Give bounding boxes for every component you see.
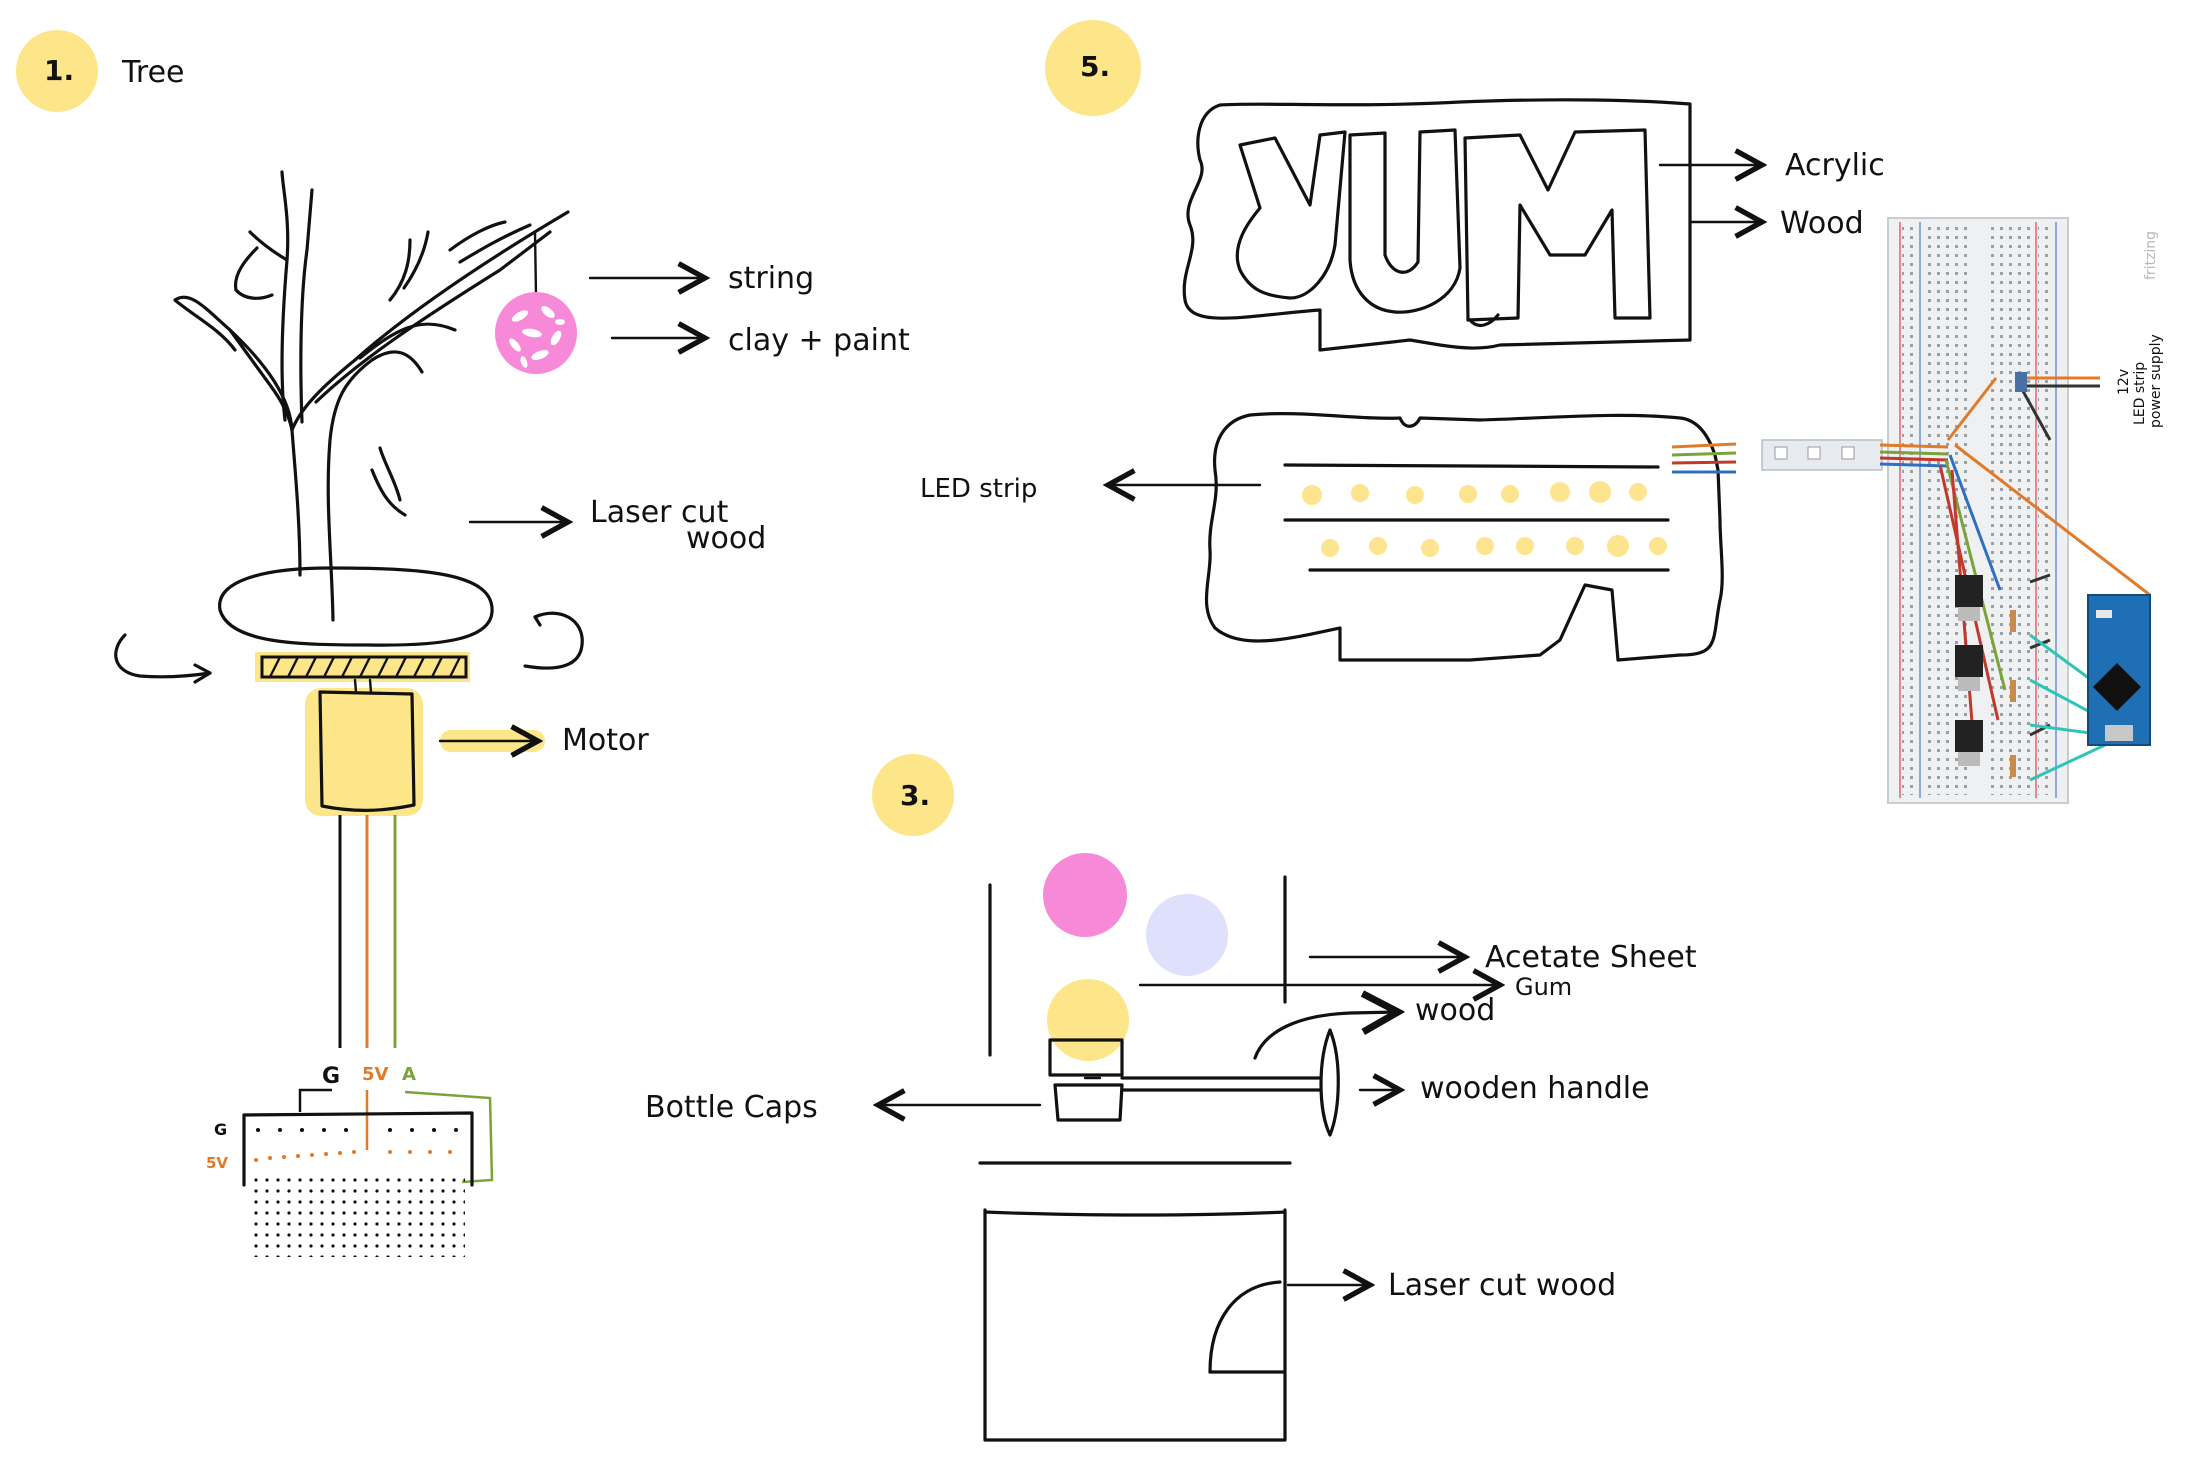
label-clay-paint: clay + paint: [728, 323, 910, 358]
power-label-supply: power supply: [2148, 334, 2164, 428]
section-tree: 1. Tree: [16, 30, 910, 1257]
section-number: 5.: [1080, 50, 1110, 83]
handle-knob: [1321, 1030, 1338, 1135]
ornament-string: [535, 232, 536, 295]
fritzing-brand: fritzing: [2143, 231, 2159, 280]
led-strip-line-1: [1285, 465, 1658, 467]
pin-label-g: G: [322, 1064, 340, 1089]
pin-label-a: A: [402, 1064, 416, 1085]
sketch-breadboard: G 5V: [206, 1090, 492, 1257]
section-gumball: 3. Acetate Sheet Gum wood wooden handle …: [645, 754, 1697, 1440]
label-acrylic: Acrylic: [1785, 148, 1885, 183]
mosfet-2: [1955, 645, 1983, 677]
section-sign: 5. YUM Acrylic Wood LED stri: [920, 20, 1885, 660]
tree-drawing: [175, 172, 568, 620]
power-label-voltage: 12v: [2116, 369, 2132, 395]
bottle-cap-bottom: [1055, 1085, 1122, 1120]
rotation-arrow-right: [525, 613, 582, 668]
sign-back-outline: [1206, 414, 1722, 660]
pin-label-5v: 5V: [362, 1064, 389, 1085]
label-led-strip: LED strip: [920, 474, 1037, 504]
label-laser-cut-wood: Laser cut wood: [1388, 1268, 1616, 1303]
letter-u: [1350, 130, 1460, 312]
label-wood: wood: [1415, 993, 1495, 1028]
sign-word: YUM: [1420, 267, 1422, 269]
tree-base: [220, 568, 492, 645]
label-acetate: Acetate Sheet: [1485, 940, 1697, 975]
section-number: 1.: [44, 54, 74, 87]
gum-lavender: [1146, 894, 1228, 976]
label-laser-cut-wood: wood: [686, 521, 766, 556]
fritzing-circuit: fritzing 12v LED strip power supply: [1762, 218, 2164, 803]
box-opening: [1210, 1282, 1280, 1372]
rail-label-g: G: [214, 1120, 227, 1139]
mosfet-1: [1955, 575, 1983, 607]
label-wooden-handle: wooden handle: [1420, 1071, 1650, 1106]
section-title: Tree: [121, 55, 185, 90]
mosfet-3: [1955, 720, 1983, 752]
label-gum: Gum: [1515, 973, 1572, 1001]
power-label-strip: LED strip: [2132, 362, 2148, 425]
label-wood: Wood: [1780, 206, 1864, 241]
clay-ornament: [495, 292, 577, 374]
gum-pink: [1043, 853, 1127, 937]
rotation-arrow-left: [116, 635, 210, 677]
gum-yellow: [1047, 979, 1129, 1061]
section-number: 3.: [900, 779, 930, 812]
breadboard-holes: [250, 1172, 465, 1257]
rail-label-5v: 5V: [206, 1154, 228, 1172]
letter-y: [1237, 132, 1345, 298]
letter-m: [1465, 130, 1650, 320]
label-motor: Motor: [562, 723, 649, 758]
label-bottle-caps: Bottle Caps: [645, 1090, 818, 1125]
wood-box: [985, 1210, 1285, 1440]
label-string: string: [728, 261, 814, 296]
